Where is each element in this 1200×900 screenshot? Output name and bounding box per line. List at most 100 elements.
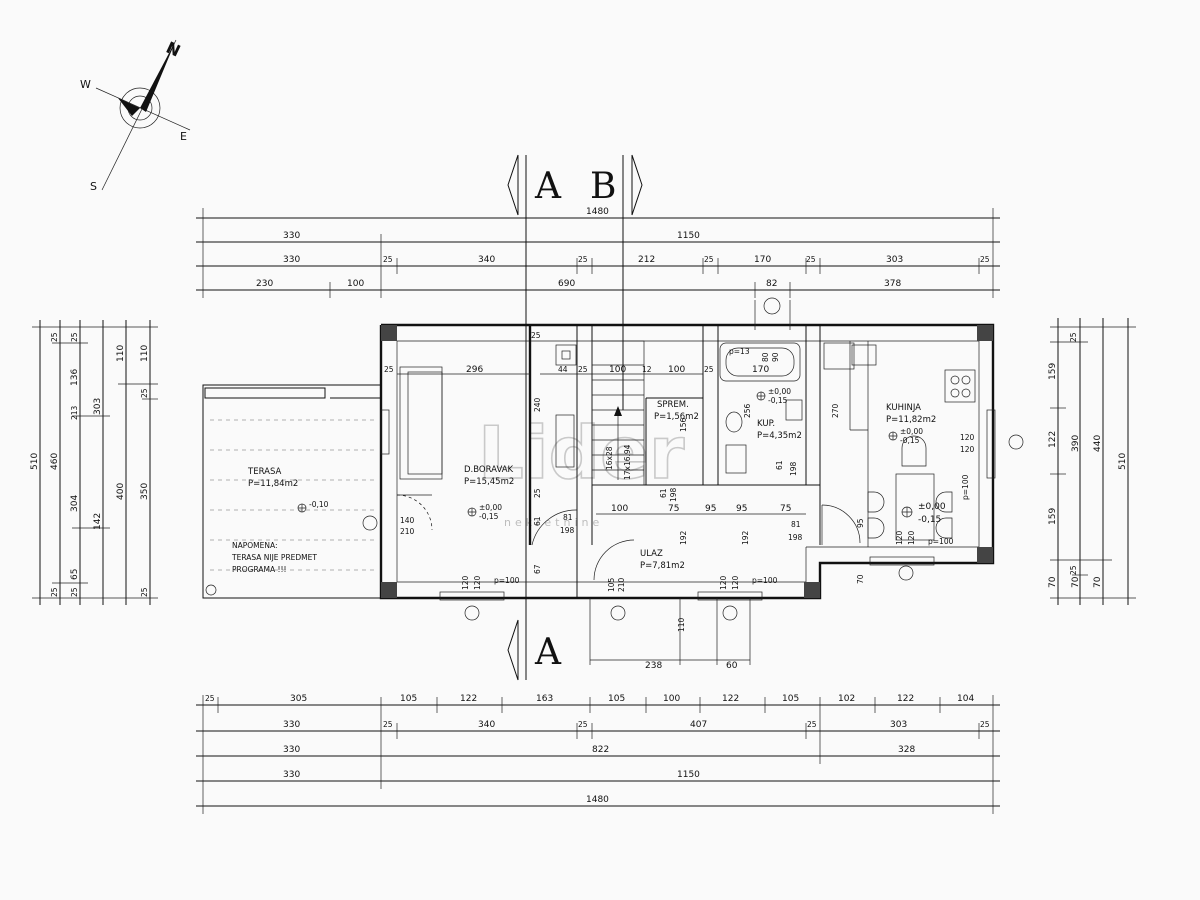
dim-bot-25c: 25 (807, 720, 817, 729)
dim-in-120d: 120 (731, 575, 740, 590)
doors (396, 494, 861, 581)
dim-left-142: 142 (93, 513, 103, 530)
dim-in-198c: 198 (789, 461, 798, 476)
dim-in-210b: 210 (617, 577, 626, 592)
dim-left-25b: 25 (50, 587, 59, 597)
dim-in-156: 156 (679, 417, 688, 432)
dim-right-25b: 25 (1069, 565, 1078, 575)
dim-bot-25: 25 (205, 694, 215, 703)
level-boravak-a: ±0,00 (479, 503, 502, 512)
dim-bot-122c: 122 (897, 694, 914, 704)
dim-in-95a: 95 (705, 504, 716, 514)
dim-in-120h: 120 (960, 445, 975, 454)
dim-bot-330a: 330 (283, 720, 300, 730)
dim-left-65: 65 (70, 569, 80, 580)
dim-left-460: 460 (50, 453, 60, 470)
dim-top-330b: 330 (283, 255, 300, 265)
dim-left-25f: 25 (140, 587, 149, 597)
dim-in-12: 12 (642, 365, 652, 374)
dim-right-390: 390 (1071, 435, 1081, 452)
ulaz-area: P=7,81m2 (640, 561, 685, 571)
dim-in-61b: 61 (775, 460, 784, 470)
note-line3: PROGRAMA !!! (232, 565, 287, 574)
level-kuh-b: -0,15 (900, 436, 920, 445)
compass-s: S (90, 180, 97, 193)
sprem-area: P=1,56m2 (654, 412, 699, 422)
dim-left-110a: 110 (116, 345, 126, 362)
dim-left-304: 304 (70, 495, 80, 512)
watermark-sub: nekretnine (504, 516, 603, 529)
dim-bot-1480: 1480 (586, 795, 609, 805)
dim-in-140: 140 (400, 516, 415, 525)
dim-right-70a: 70 (1048, 576, 1058, 588)
dim-in-80: 80 (761, 352, 770, 362)
dim-in-95c: 95 (856, 518, 865, 528)
dim-top-340: 340 (478, 255, 495, 265)
dim-bot-25b: 25 (578, 720, 588, 729)
dim-in-296: 296 (466, 365, 483, 375)
dim-in-270: 270 (831, 403, 840, 418)
note-line2: TERASA NIJE PREDMET (231, 553, 317, 562)
stairs-size: 16x28 (605, 446, 614, 470)
dim-top-25d: 25 (806, 255, 816, 264)
dim-bot-25a: 25 (383, 720, 393, 729)
kup-name: KUP. (757, 419, 775, 429)
terasa-name: TERASA (247, 467, 281, 477)
dim-in-256: 256 (743, 403, 752, 418)
dim-bot-105a: 105 (400, 694, 417, 704)
dim-in-170: 170 (752, 365, 769, 375)
dim-bot-340: 340 (478, 720, 495, 730)
compass-w: W (80, 78, 91, 91)
dim-in-110: 110 (677, 617, 686, 632)
dim-bot-822: 822 (592, 745, 609, 755)
dim-in-198d: 198 (669, 487, 678, 502)
stairs: 16x28 17x16.94 (591, 340, 645, 486)
dim-bot-105c: 105 (782, 694, 799, 704)
dim-right-159a: 159 (1048, 363, 1058, 380)
terrace: TERASA P=11,84m2 NAPOMENA: TERASA NIJE P… (202, 384, 382, 599)
dim-bot-100: 100 (663, 694, 680, 704)
dim-in-81a: 81 (563, 513, 573, 522)
dim-in-25a: 25 (384, 365, 394, 374)
dim-bot-330b: 330 (283, 745, 300, 755)
dim-bot-122b: 122 (722, 694, 739, 704)
dim-in-p100c: p=100 (928, 537, 954, 546)
dim-left-400: 400 (116, 483, 126, 500)
dim-left-303: 303 (93, 398, 103, 415)
boravak-name: D.BORAVAK (464, 465, 514, 475)
dim-in-198a: 198 (560, 526, 575, 535)
dim-left-136: 136 (70, 369, 80, 386)
dim-bot-102: 102 (838, 694, 855, 704)
dim-top-25c: 25 (704, 255, 714, 264)
level-din-b: -0,15 (918, 515, 941, 525)
dim-bot-330c: 330 (283, 770, 300, 780)
dim-in-120f: 120 (907, 530, 916, 545)
dim-right-510: 510 (1118, 453, 1128, 470)
dim-in-75b: 75 (780, 504, 791, 514)
dim-top-1480: 1480 (586, 207, 609, 217)
compass-n: N (163, 38, 183, 61)
dim-left-110b: 110 (140, 345, 150, 362)
dim-top-230: 230 (256, 279, 273, 289)
dim-right-122: 122 (1048, 431, 1058, 448)
dim-left-25e: 25 (140, 388, 149, 398)
dim-top-25a: 25 (383, 255, 393, 264)
dim-right-25a: 25 (1069, 332, 1078, 342)
dim-bot-328: 328 (898, 745, 915, 755)
kup-area: P=4,35m2 (757, 431, 802, 441)
dim-right-70b: 70 (1071, 576, 1081, 588)
dim-bot-1150: 1150 (677, 770, 700, 780)
dim-bot-25d: 25 (980, 720, 990, 729)
dim-in-p13: p=13 (729, 347, 750, 356)
dim-in-120c: 120 (719, 575, 728, 590)
dim-in-95b: 95 (736, 504, 747, 514)
dim-in-60: 60 (726, 661, 738, 671)
dim-in-120g: 120 (960, 433, 975, 442)
kuhinja-name: KUHINJA (886, 403, 921, 413)
dim-in-210: 210 (400, 527, 415, 536)
right-dimensions: 25 159 122 159 25 70 390 70 440 70 510 (1048, 318, 1136, 605)
dim-top-330: 330 (283, 231, 300, 241)
dim-in-25d: 25 (531, 331, 541, 340)
terasa-area: P=11,84m2 (248, 479, 298, 489)
